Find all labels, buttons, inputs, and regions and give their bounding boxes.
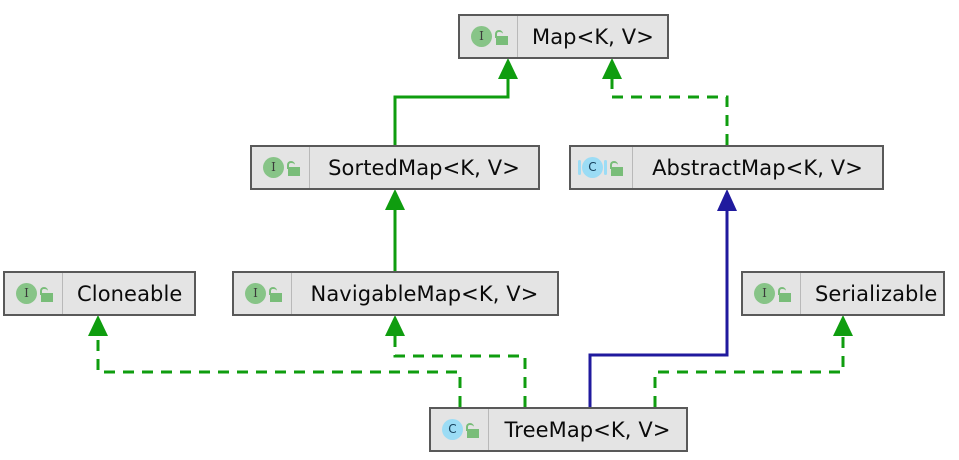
- node-label: Cloneable: [77, 281, 183, 306]
- node-icon-group: I: [5, 273, 63, 314]
- interface-icon: I: [752, 283, 775, 304]
- unlocked-padlock-icon: [494, 29, 509, 45]
- node-label: AbstractMap<K, V>: [652, 155, 863, 180]
- node-icon-group: I: [252, 147, 310, 188]
- edge-treemap-to-cloneable: [88, 315, 462, 407]
- node-map[interactable]: I Map<K, V>: [458, 14, 669, 59]
- interface-icon: I: [469, 26, 492, 47]
- node-icon-group: I: [460, 16, 518, 57]
- edge-sortedmap-to-map: [393, 58, 518, 145]
- interface-icon: I: [14, 283, 37, 304]
- node-label: TreeMap<K, V>: [504, 417, 671, 442]
- unlocked-padlock-icon: [268, 286, 283, 302]
- edge-treemap-to-abstractmap: [588, 189, 737, 407]
- node-treemap[interactable]: C TreeMap<K, V>: [429, 407, 688, 452]
- node-cloneable[interactable]: I Cloneable: [3, 271, 196, 316]
- unlocked-padlock-icon: [286, 160, 301, 176]
- node-label: Serializable: [815, 281, 938, 306]
- edge-abstractmap-to-map: [602, 58, 729, 145]
- unlocked-padlock-icon: [609, 160, 624, 176]
- node-serializable[interactable]: I Serializable: [741, 271, 945, 316]
- edge-navigablemap-to-sortedmap: [385, 189, 405, 271]
- interface-icon: I: [261, 157, 284, 178]
- node-icon-group: C: [571, 147, 633, 188]
- node-icon-group: I: [234, 273, 292, 314]
- edge-treemap-to-serializable: [653, 315, 853, 407]
- node-label: Map<K, V>: [532, 24, 654, 49]
- node-sortedmap[interactable]: I SortedMap<K, V>: [250, 145, 540, 190]
- node-label: NavigableMap<K, V>: [310, 281, 539, 306]
- node-abstractmap[interactable]: C AbstractMap<K, V>: [569, 145, 884, 190]
- unlocked-padlock-icon: [465, 422, 480, 438]
- node-label: SortedMap<K, V>: [328, 155, 520, 180]
- edge-treemap-to-navigablemap: [385, 315, 527, 407]
- abstract-class-icon: C: [578, 157, 607, 178]
- node-icon-group: I: [743, 273, 801, 314]
- class-icon: C: [440, 419, 463, 440]
- node-icon-group: C: [431, 409, 489, 450]
- node-navigablemap[interactable]: I NavigableMap<K, V>: [232, 271, 559, 316]
- unlocked-padlock-icon: [39, 286, 54, 302]
- unlocked-padlock-icon: [777, 286, 792, 302]
- interface-icon: I: [243, 283, 266, 304]
